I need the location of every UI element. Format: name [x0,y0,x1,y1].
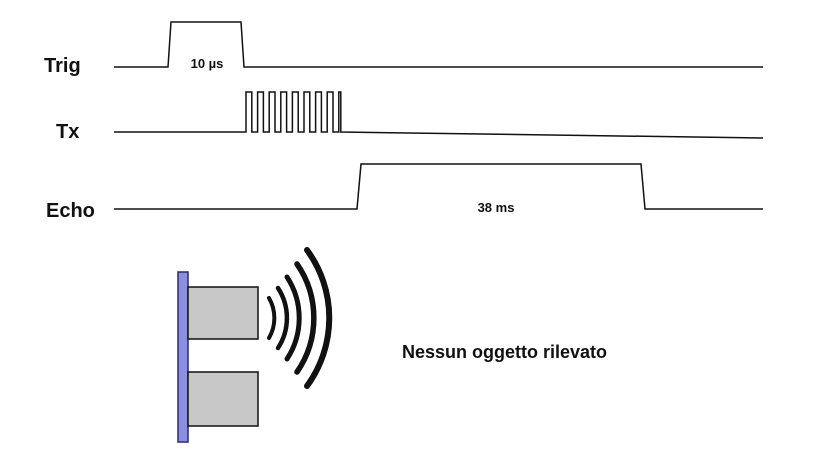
sensor-board [177,271,189,443]
ultrasonic-sensor [177,247,333,443]
trig-label: Trig [44,55,81,77]
sound-wave-icon [267,247,333,389]
sound-wave-arc [284,274,302,362]
detection-status: Nessun oggetto rilevato [402,342,607,362]
sound-wave-arc [294,261,317,375]
echo-label: Echo [46,200,95,222]
echo-pulse-duration: 38 ms [478,200,515,215]
echo-waveform [114,163,763,210]
receiver-transducer [187,371,259,427]
trig-waveform [114,21,763,68]
tx-waveform [114,91,764,139]
sound-wave-arc [267,296,277,340]
tx-label: Tx [56,121,79,143]
sound-wave-arc [275,285,290,351]
sound-wave-arc [304,247,333,389]
trig-pulse-duration: 10 µs [191,56,224,71]
transmitter-transducer [187,286,259,340]
